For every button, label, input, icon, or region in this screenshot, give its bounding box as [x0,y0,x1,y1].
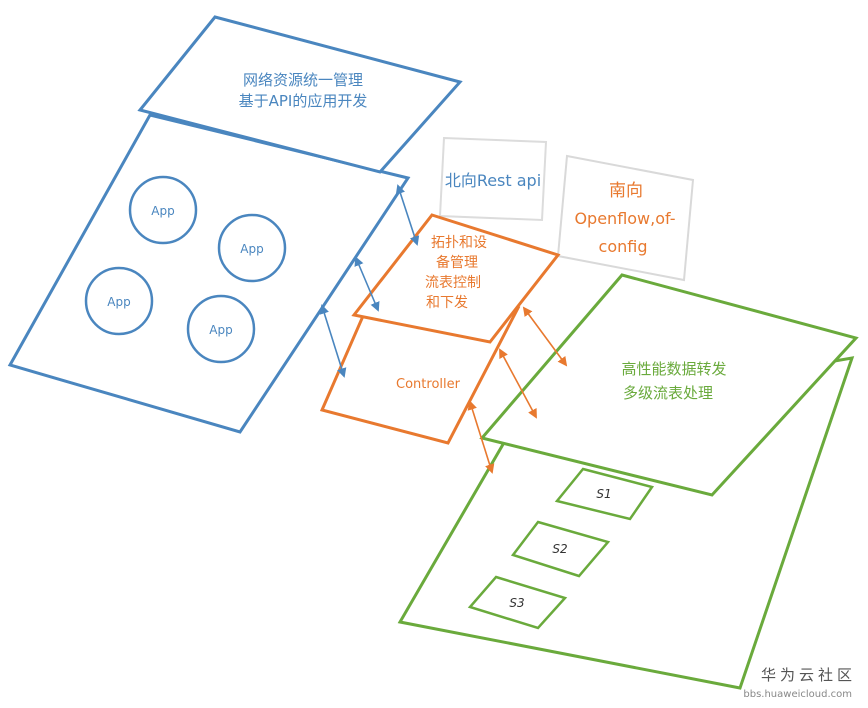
app-circle-2 [217,213,287,283]
switch-s2-label: S2 [552,542,567,556]
watermark-title: 华为云社区 [761,666,856,684]
app-label-3: App [107,295,130,309]
forwarding-card-line-1: 高性能数据转发 [621,360,726,378]
app-label-2: App [240,242,263,256]
app-circle-1 [128,175,198,245]
arrow-control-to-forwarding-1 [522,306,568,367]
southbound-line-3: config [599,237,648,256]
southbound-box [556,154,695,282]
northbound-box [438,136,548,222]
northbound-arrows [319,184,420,378]
northbound-text: 北向Rest api [445,171,541,190]
southbound-line-2: Openflow,of- [574,209,675,228]
controller-label: Controller [396,377,461,392]
control-plane: 拓扑和设 备管理 流表控制 和下发 Controller [319,213,561,445]
switch-s3-label: S3 [509,596,524,610]
control-card-line-2: 备管理 [436,254,478,271]
forwarding-plane: 高性能数据转发 多级流表处理 S1 S2 S3 [397,273,859,690]
southbound-arrows [467,306,568,474]
southbound-interface-label: 南向 Openflow,of- config [556,154,695,282]
app-card-line-2: 基于API的应用开发 [239,92,368,110]
app-circle-4 [186,294,256,364]
app-label-4: App [209,323,232,337]
control-card-line-4: 和下发 [426,295,468,311]
app-circle-3 [84,266,154,336]
switch-s1 [554,467,655,521]
arrow-control-to-forwarding-3 [467,400,495,474]
switch-s2 [510,520,611,578]
control-card-line-3: 流表控制 [425,275,481,291]
watermark: 华为云社区 bbs.huaweicloud.com [743,666,856,700]
switch-s3 [467,575,568,630]
arrow-app-to-control-3 [319,304,347,378]
control-card-line-1: 拓扑和设 [431,235,487,251]
southbound-line-1: 南向 [609,181,643,201]
watermark-url: bbs.huaweicloud.com [743,689,852,700]
arrow-app-to-control-1 [395,184,420,246]
control-plane-top-card [351,213,561,344]
app-label-1: App [151,204,174,218]
application-plane: 网络资源统一管理 基于API的应用开发 App App App App [7,15,463,434]
forwarding-card-line-2: 多级流表处理 [623,384,713,402]
northbound-interface-label: 北向Rest api [438,136,548,222]
switch-s1-label: S1 [596,487,611,501]
application-plane-top-card [137,15,463,174]
arrow-app-to-control-2 [354,256,380,312]
app-card-line-1: 网络资源统一管理 [243,71,363,89]
arrow-control-to-forwarding-2 [499,348,537,419]
